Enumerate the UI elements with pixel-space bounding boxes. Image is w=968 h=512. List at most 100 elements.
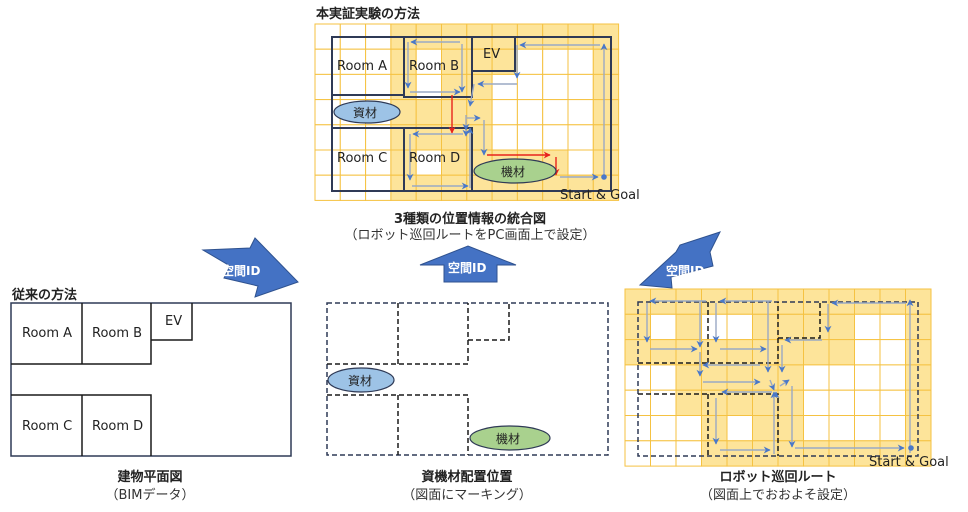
route-arrow: [779, 379, 790, 387]
grid-cell: [675, 415, 702, 442]
grid-cell: [675, 339, 702, 366]
grid-cell: [314, 174, 341, 201]
top-ev-wall: [471, 37, 516, 72]
grid-cell: [592, 73, 620, 101]
grid-cell: [542, 99, 569, 126]
spatial-id-arrow-right: [638, 231, 721, 289]
grid-cell: [441, 174, 468, 201]
grid-cell: [567, 73, 594, 101]
grid-cell: [879, 313, 906, 341]
grid-cell: [441, 73, 468, 101]
grid-cell: [339, 149, 367, 176]
grid-cell: [828, 313, 855, 341]
grid-cell: [803, 389, 830, 417]
middle-materials-marker: [327, 367, 395, 393]
grid-cell: [777, 389, 804, 417]
grid-cell: [675, 440, 702, 467]
grid-cell: [879, 288, 906, 315]
grid-cell: [592, 149, 620, 176]
grid-cell: [491, 73, 518, 101]
grid-cell: [701, 364, 728, 391]
grid-cell: [828, 440, 855, 467]
grid-cell: [854, 415, 881, 442]
grid-cell: [701, 339, 728, 366]
route-arrow: [768, 379, 775, 391]
grid-cell: [803, 415, 830, 442]
top-equipment-label: 機材: [501, 165, 526, 179]
top-materials-marker: [333, 100, 401, 124]
grid-cell: [803, 313, 830, 341]
grid-cell: [854, 389, 881, 417]
grid-cell: [828, 339, 855, 366]
left-room-b-label: Room B: [92, 326, 143, 341]
left-heading: 従来の方法: [12, 288, 78, 303]
grid-cell: [339, 48, 367, 75]
grid-cell: [542, 73, 569, 101]
spatial-id-arrow-middle: [419, 245, 517, 283]
grid-cell: [803, 440, 830, 467]
top-caption: 3種類の位置情報の統合図: [393, 212, 547, 227]
grid-cell: [752, 313, 779, 341]
grid-cell: [854, 364, 881, 391]
middle-subcaption: （図面にマーキング）: [402, 488, 532, 503]
grid-cell: [879, 364, 906, 391]
grid-cell: [828, 364, 855, 391]
left-ev-label: EV: [165, 314, 183, 329]
grid-cell: [567, 99, 594, 126]
spatial-id-label-right: 空間ID: [666, 264, 705, 278]
grid-cell: [752, 339, 779, 366]
top-room-d-label: Room D: [409, 151, 461, 166]
route-arrow: [467, 83, 475, 107]
grid-cell: [516, 99, 544, 126]
grid-cell: [854, 440, 881, 467]
start-goal-dot: [601, 174, 607, 180]
grid-cell: [650, 440, 677, 467]
left-room-a-label: Room A: [22, 326, 73, 341]
grid-cell: [701, 415, 728, 442]
top-room-c-label: Room C: [337, 151, 388, 166]
grid-cell: [339, 174, 367, 201]
grid-cell: [567, 124, 594, 151]
grid-cell: [726, 364, 753, 391]
top-equipment-marker: [473, 158, 557, 184]
spatial-id-arrow-left: [201, 237, 299, 298]
left-rooms: [11, 303, 193, 456]
grid-cell: [365, 174, 392, 201]
right-start-goal-label: Start & Goal: [869, 455, 949, 470]
grid-cell: [365, 149, 392, 176]
top-materials-label: 資材: [353, 106, 378, 120]
grid-cell: [491, 99, 518, 126]
grid-cell: [415, 174, 443, 201]
left-room-c-label: Room C: [22, 419, 73, 434]
grid-cell: [854, 313, 881, 341]
grid-cell: [726, 313, 753, 341]
grid-cell: [441, 99, 468, 126]
top-subcaption: （ロボット巡回ルートをPC画面上で設定）: [344, 228, 596, 243]
grid-cell: [516, 48, 544, 75]
right-caption: ロボット巡回ルート: [719, 470, 837, 485]
top-start-goal-label: Start & Goal: [560, 188, 640, 203]
grid-cell: [726, 440, 753, 467]
start-goal-dot: [908, 445, 914, 451]
grid-cell: [726, 415, 753, 442]
grid-cell: [314, 48, 341, 75]
grid-cell: [726, 389, 753, 417]
grid-cell: [701, 440, 728, 467]
grid-cell: [567, 48, 594, 75]
grid-cell: [777, 415, 804, 442]
grid-cell: [879, 415, 906, 442]
middle-materials-label: 資材: [348, 374, 373, 388]
grid-cell: [726, 339, 753, 366]
grid-cell: [752, 364, 779, 391]
grid-cell: [828, 389, 855, 417]
grid-cell: [803, 339, 830, 366]
left-room-d-label: Room D: [92, 419, 144, 434]
middle-equipment-marker: [469, 425, 551, 451]
grid-cell: [854, 339, 881, 366]
grid-cell: [542, 124, 569, 151]
top-ev-label: EV: [483, 47, 501, 62]
grid-cell: [542, 48, 569, 75]
grid-cell: [466, 73, 493, 101]
grid-cell: [650, 339, 677, 366]
